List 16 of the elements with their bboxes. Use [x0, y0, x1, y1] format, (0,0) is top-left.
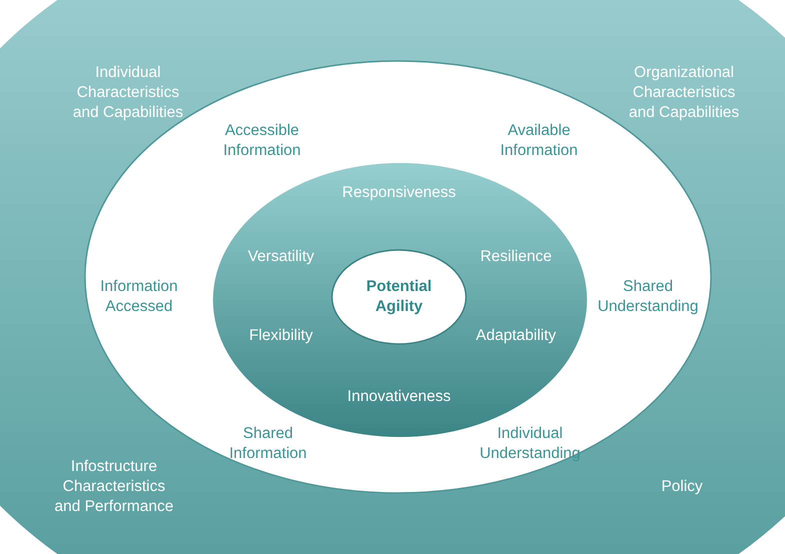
ellipse-label: Shared Understanding	[596, 277, 700, 317]
ellipse-label: Available Information	[499, 121, 579, 161]
ellipse-label: Resilience	[479, 247, 553, 267]
ellipse-label: Organizational Characteristics and Capabilities	[628, 63, 740, 123]
ellipse-label: Policy	[660, 477, 704, 497]
ellipse-label: Information Accessed	[99, 277, 179, 317]
ellipse-label: Potential Agility	[365, 277, 433, 317]
ellipse-label: Responsiveness	[341, 183, 457, 203]
ellipse-label: Individual Characteristics and Capabilities	[72, 63, 184, 123]
ellipse-label: Accessible Information	[222, 121, 302, 161]
ellipse-label: Versatility	[246, 247, 316, 267]
ellipse-label: Flexibility	[248, 326, 314, 346]
ellipse-label: Innovativeness	[346, 387, 452, 407]
ellipse-label: Adaptability	[474, 326, 558, 346]
ellipse-label: Infostructure Characteristics and Performance	[54, 457, 174, 517]
ellipse-label: Shared Information	[228, 424, 308, 464]
